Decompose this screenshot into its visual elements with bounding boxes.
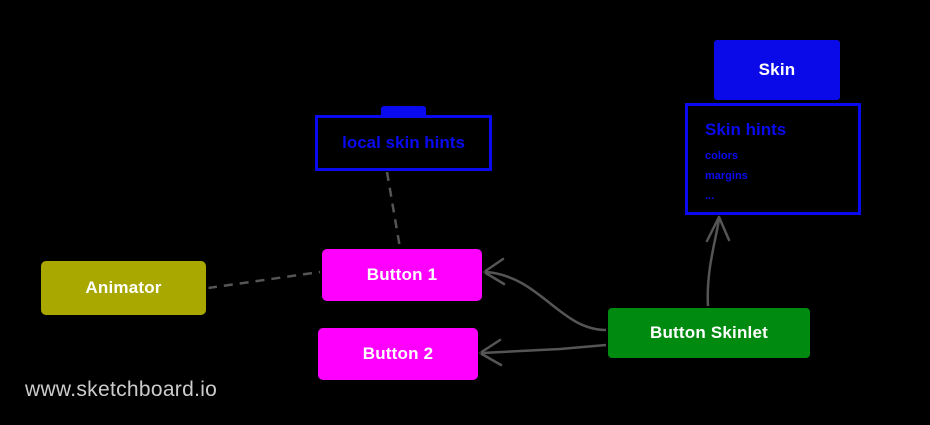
- node-button-2[interactable]: Button 2: [318, 328, 478, 380]
- edge-skinlet-to-skinhints: [706, 218, 721, 307]
- edge-animator-to-button1: [207, 270, 321, 290]
- note-skin-hints-item-ellipsis: ...: [705, 190, 715, 202]
- watermark: www.sketchboard.io: [25, 378, 218, 401]
- note-skin-hints-item-colors: colors: [705, 150, 739, 162]
- edge-localskinhints-to-button1: [385, 171, 402, 249]
- node-skin[interactable]: Skin: [714, 40, 840, 100]
- note-skin-hints[interactable]: Skin hints colors margins ...: [685, 103, 861, 215]
- node-button-2-label: Button 2: [362, 344, 434, 363]
- arrowhead-skinhints: [705, 215, 731, 243]
- note-local-skin-hints-nub: [381, 106, 426, 118]
- node-button-skinlet[interactable]: Button Skinlet: [608, 308, 810, 358]
- node-animator-label: Animator: [85, 278, 162, 297]
- node-button-skinlet-label: Button Skinlet: [649, 323, 768, 342]
- node-button-1-label: Button 1: [366, 265, 438, 284]
- note-skin-hints-item-margins: margins: [705, 170, 748, 182]
- arrowhead-button2: [478, 338, 503, 367]
- node-button-1[interactable]: Button 1: [322, 249, 482, 301]
- note-skin-hints-title: Skin hints: [705, 120, 787, 139]
- node-skin-label: Skin: [758, 60, 796, 79]
- note-local-skin-hints[interactable]: local skin hints: [315, 115, 492, 171]
- edge-skinlet-to-button1: [485, 270, 607, 332]
- note-local-skin-hints-title: local skin hints: [342, 133, 465, 152]
- arrowhead-button1: [482, 257, 506, 286]
- node-animator[interactable]: Animator: [41, 261, 206, 315]
- edge-skinlet-to-button2: [481, 343, 607, 355]
